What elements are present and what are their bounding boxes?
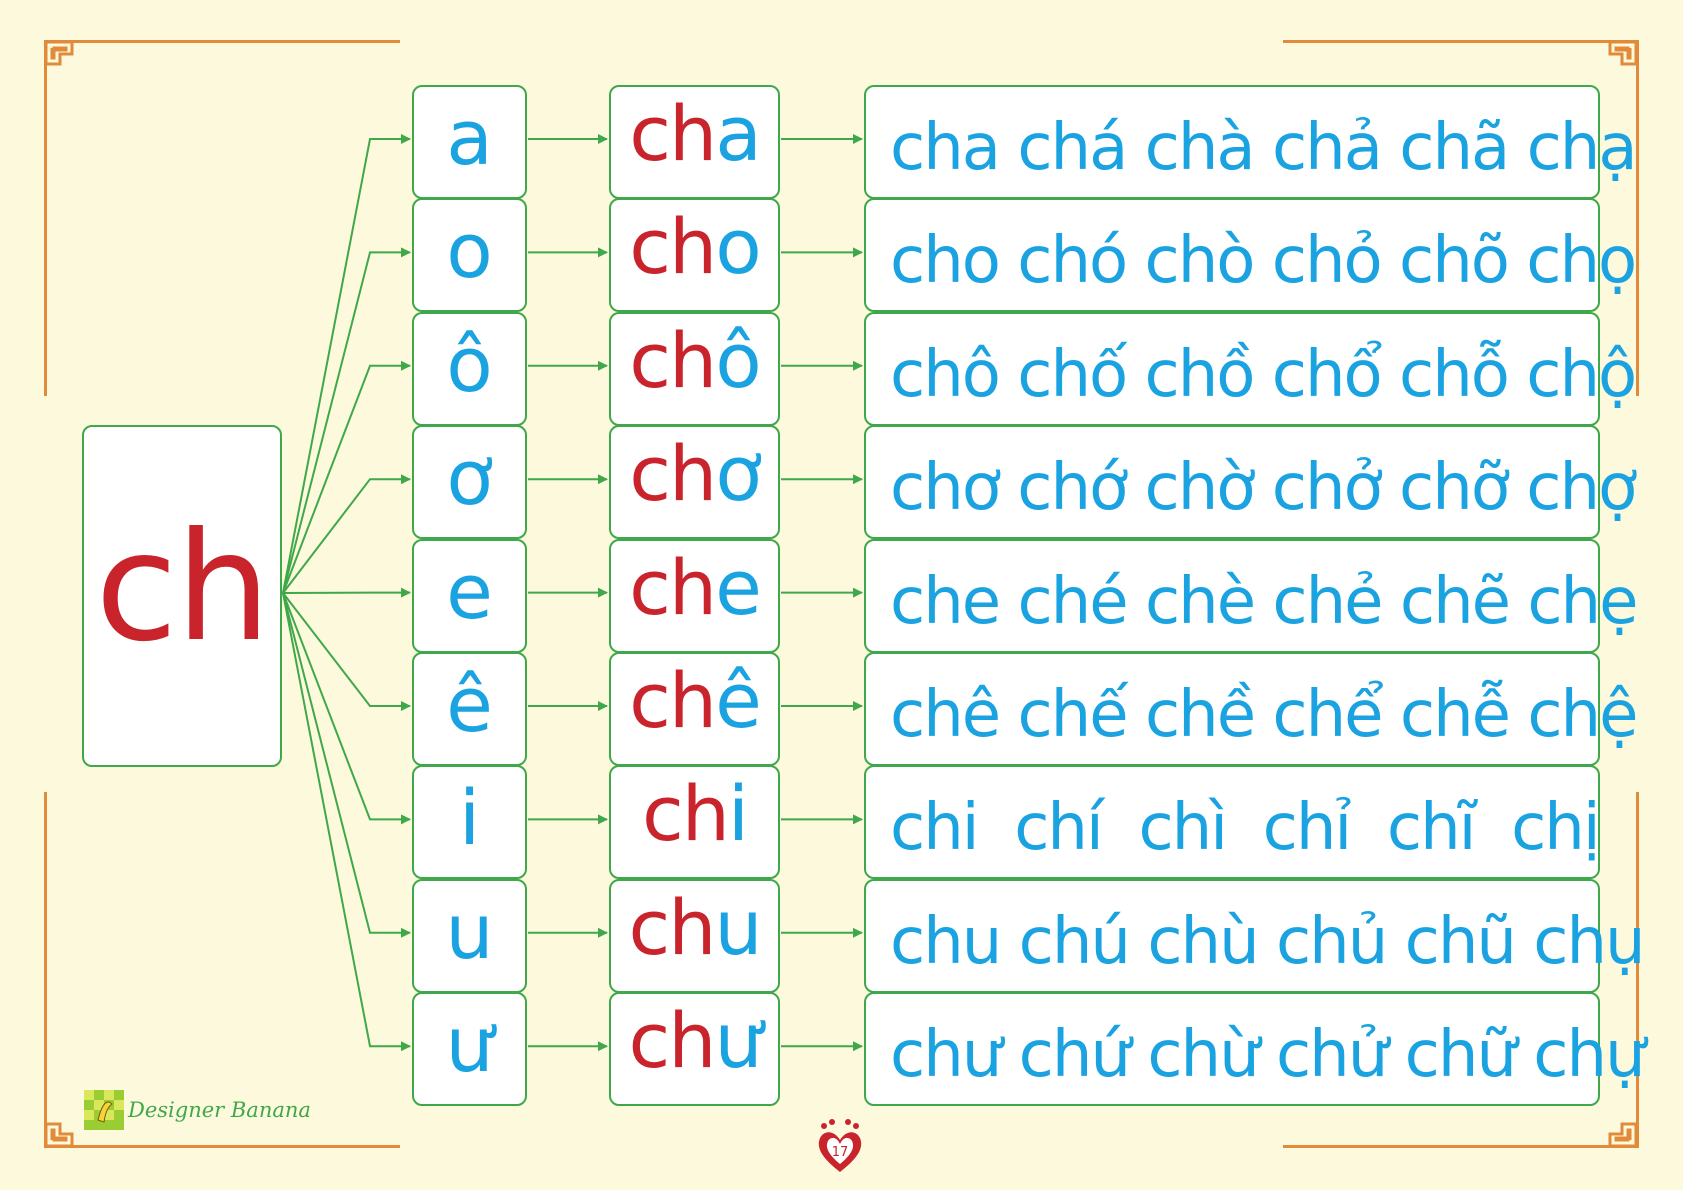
vowel-card: ơ	[412, 425, 527, 540]
vowel-label: ô	[446, 319, 493, 409]
tone-variants-card: chê chế chề chể chễ chệ	[864, 652, 1638, 766]
page-number-badge: 17	[812, 1116, 868, 1176]
fan-arrow	[282, 592, 411, 1052]
syllable-vowel: e	[715, 542, 762, 632]
fan-arrow	[282, 592, 411, 938]
syllable-label: chê	[629, 663, 762, 743]
syllable-vowel: ư	[714, 996, 762, 1086]
syllable-label: chơ	[629, 436, 761, 516]
syllable-card: chư	[609, 992, 780, 1107]
fan-arrow	[282, 360, 411, 594]
vowel-card: e	[412, 538, 527, 653]
syllable-consonant: ch	[629, 315, 717, 405]
knot-ornament-icon	[44, 40, 74, 66]
syllable-vowel: i	[727, 769, 749, 859]
syllable-label: chu	[628, 889, 762, 970]
syllable-vowel: ê	[715, 656, 762, 745]
vowel-label: o	[446, 206, 493, 296]
page-number: 17	[832, 1145, 849, 1160]
syllable-card: chô	[609, 311, 780, 426]
knot-ornament-icon	[1608, 40, 1638, 66]
syllable-consonant: ch	[629, 429, 717, 519]
syllable-label: che	[629, 549, 762, 630]
syllable-label: chư	[628, 1003, 762, 1083]
main-consonant: ch	[95, 501, 271, 675]
syllable-vowel: ô	[715, 315, 761, 405]
main-consonant-card: ch	[82, 425, 282, 767]
syllable-consonant: ch	[629, 542, 717, 632]
footprint-heart-icon: 17	[818, 1119, 862, 1172]
vowel-label: ư	[445, 1000, 494, 1090]
syllable-card: chê	[609, 652, 780, 766]
vowel-card: o	[412, 198, 527, 313]
tone-variants: cha chá chà chả chã chạ	[890, 111, 1638, 185]
vowel-label: e	[446, 546, 493, 636]
syllable-consonant: ch	[629, 89, 717, 178]
tone-variants: chư chứ chừ chử chữ chự	[890, 1018, 1646, 1093]
syllable-card: chơ	[609, 425, 780, 540]
vowel-card: a	[412, 85, 527, 199]
vowel-label: ê	[446, 660, 493, 749]
syllable-card: che	[609, 538, 780, 653]
brand-name: Designer Banana	[128, 1098, 311, 1122]
vowel-label: ơ	[446, 433, 493, 523]
tone-variants: chi chí chì chỉ chĩ chị	[890, 791, 1601, 866]
fan-arrow	[282, 592, 411, 711]
syllable-consonant: ch	[628, 882, 716, 972]
fan-arrow	[282, 134, 411, 594]
vowel-card: u	[412, 878, 527, 993]
fan-arrow	[282, 592, 411, 825]
tone-variants-card: chu chú chù chủ chũ chụ	[864, 878, 1646, 993]
syllable-card: cho	[609, 198, 780, 313]
syllable-consonant: ch	[628, 996, 716, 1086]
tone-variants-card: chi chí chì chỉ chĩ chị	[864, 765, 1601, 880]
syllable-vowel: o	[715, 202, 761, 292]
syllable-vowel: u	[714, 882, 762, 972]
syllable-label: chi	[642, 776, 749, 856]
syllable-consonant: ch	[629, 202, 717, 292]
knot-ornament-icon	[44, 1122, 74, 1148]
brand-logo: Designer Banana	[84, 1090, 311, 1130]
vowel-card: i	[412, 765, 527, 880]
banana-character-icon	[84, 1090, 124, 1130]
tone-variants: chơ chớ chờ chở chỡ chợ	[890, 451, 1637, 526]
tone-variants: cho chó chò chỏ chõ chọ	[890, 224, 1637, 299]
tone-variants: che ché chè chẻ chẽ chẹ	[890, 564, 1638, 639]
syllable-card: chi	[609, 765, 780, 880]
tone-variants-card: cho chó chò chỏ chõ chọ	[864, 198, 1637, 313]
vowel-label: u	[445, 886, 494, 976]
vowel-label: a	[446, 93, 493, 182]
syllable-vowel: ơ	[715, 429, 761, 519]
tone-variants: chô chố chồ chổ chỗ chộ	[890, 337, 1637, 412]
fan-arrow	[282, 474, 411, 594]
vowel-card: ư	[412, 992, 527, 1107]
syllable-consonant: ch	[641, 769, 730, 859]
tone-variants-card: che ché chè chẻ chẽ chẹ	[864, 538, 1638, 653]
vowel-card: ê	[412, 652, 527, 766]
syllable-label: cho	[629, 209, 761, 289]
tone-variants: chu chú chù chủ chũ chụ	[890, 904, 1646, 979]
vowel-card: ô	[412, 311, 527, 426]
tone-variants: chê chế chề chể chễ chệ	[890, 678, 1638, 752]
knot-ornament-icon	[1608, 1122, 1638, 1148]
tone-variants-card: chơ chớ chờ chở chỡ chợ	[864, 425, 1637, 540]
tone-variants-card: chô chố chồ chổ chỗ chộ	[864, 311, 1637, 426]
tone-variants-card: cha chá chà chả chã chạ	[864, 85, 1638, 199]
vowel-label: i	[458, 773, 481, 863]
syllable-vowel: a	[715, 89, 762, 178]
syllable-consonant: ch	[629, 656, 717, 745]
syllable-card: cha	[609, 85, 780, 199]
syllable-label: cha	[629, 96, 762, 176]
fan-arrow	[282, 247, 411, 594]
syllable-card: chu	[609, 878, 780, 993]
tone-variants-card: chư chứ chừ chử chữ chự	[864, 992, 1646, 1107]
syllable-label: chô	[629, 322, 761, 403]
